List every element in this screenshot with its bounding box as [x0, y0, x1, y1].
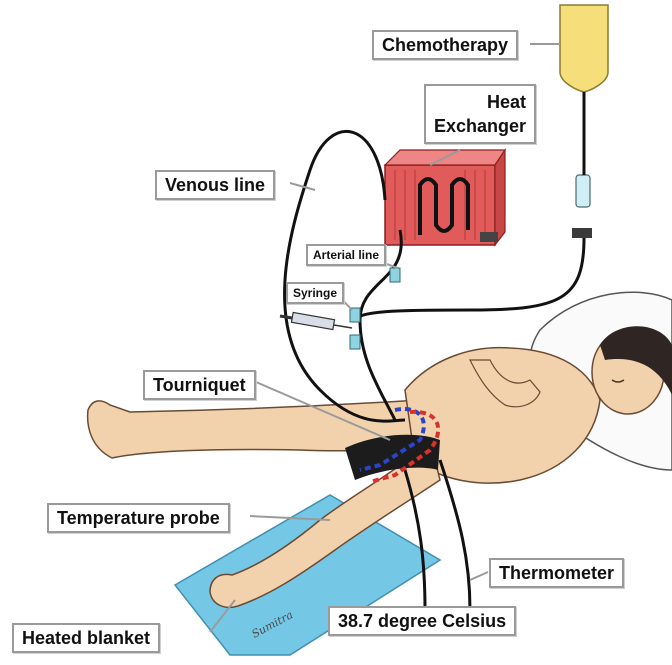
tube-connectors: [350, 268, 400, 349]
label-heated-blanket: Heated blanket: [12, 623, 160, 653]
syringe-device: [280, 312, 352, 329]
label-heat-exchanger-line2: Exchanger: [434, 114, 526, 138]
label-heat-exchanger: Heat Exchanger: [424, 84, 536, 144]
label-heat-exchanger-line1: Heat: [434, 90, 526, 114]
label-temperature-reading: 38.7 degree Celsius: [328, 606, 516, 636]
label-temperature-probe: Temperature probe: [47, 503, 230, 533]
label-chemotherapy: Chemotherapy: [372, 30, 518, 60]
label-arterial-line: Arterial line: [306, 244, 386, 266]
label-thermometer: Thermometer: [489, 558, 624, 588]
label-tourniquet: Tourniquet: [143, 370, 256, 400]
label-syringe: Syringe: [286, 282, 344, 304]
label-venous-line: Venous line: [155, 170, 275, 200]
chemotherapy-bag: [560, 5, 608, 92]
drip-chamber: [576, 175, 590, 207]
drip-clamp: [572, 228, 592, 238]
heat-exchanger-device: [385, 150, 505, 245]
